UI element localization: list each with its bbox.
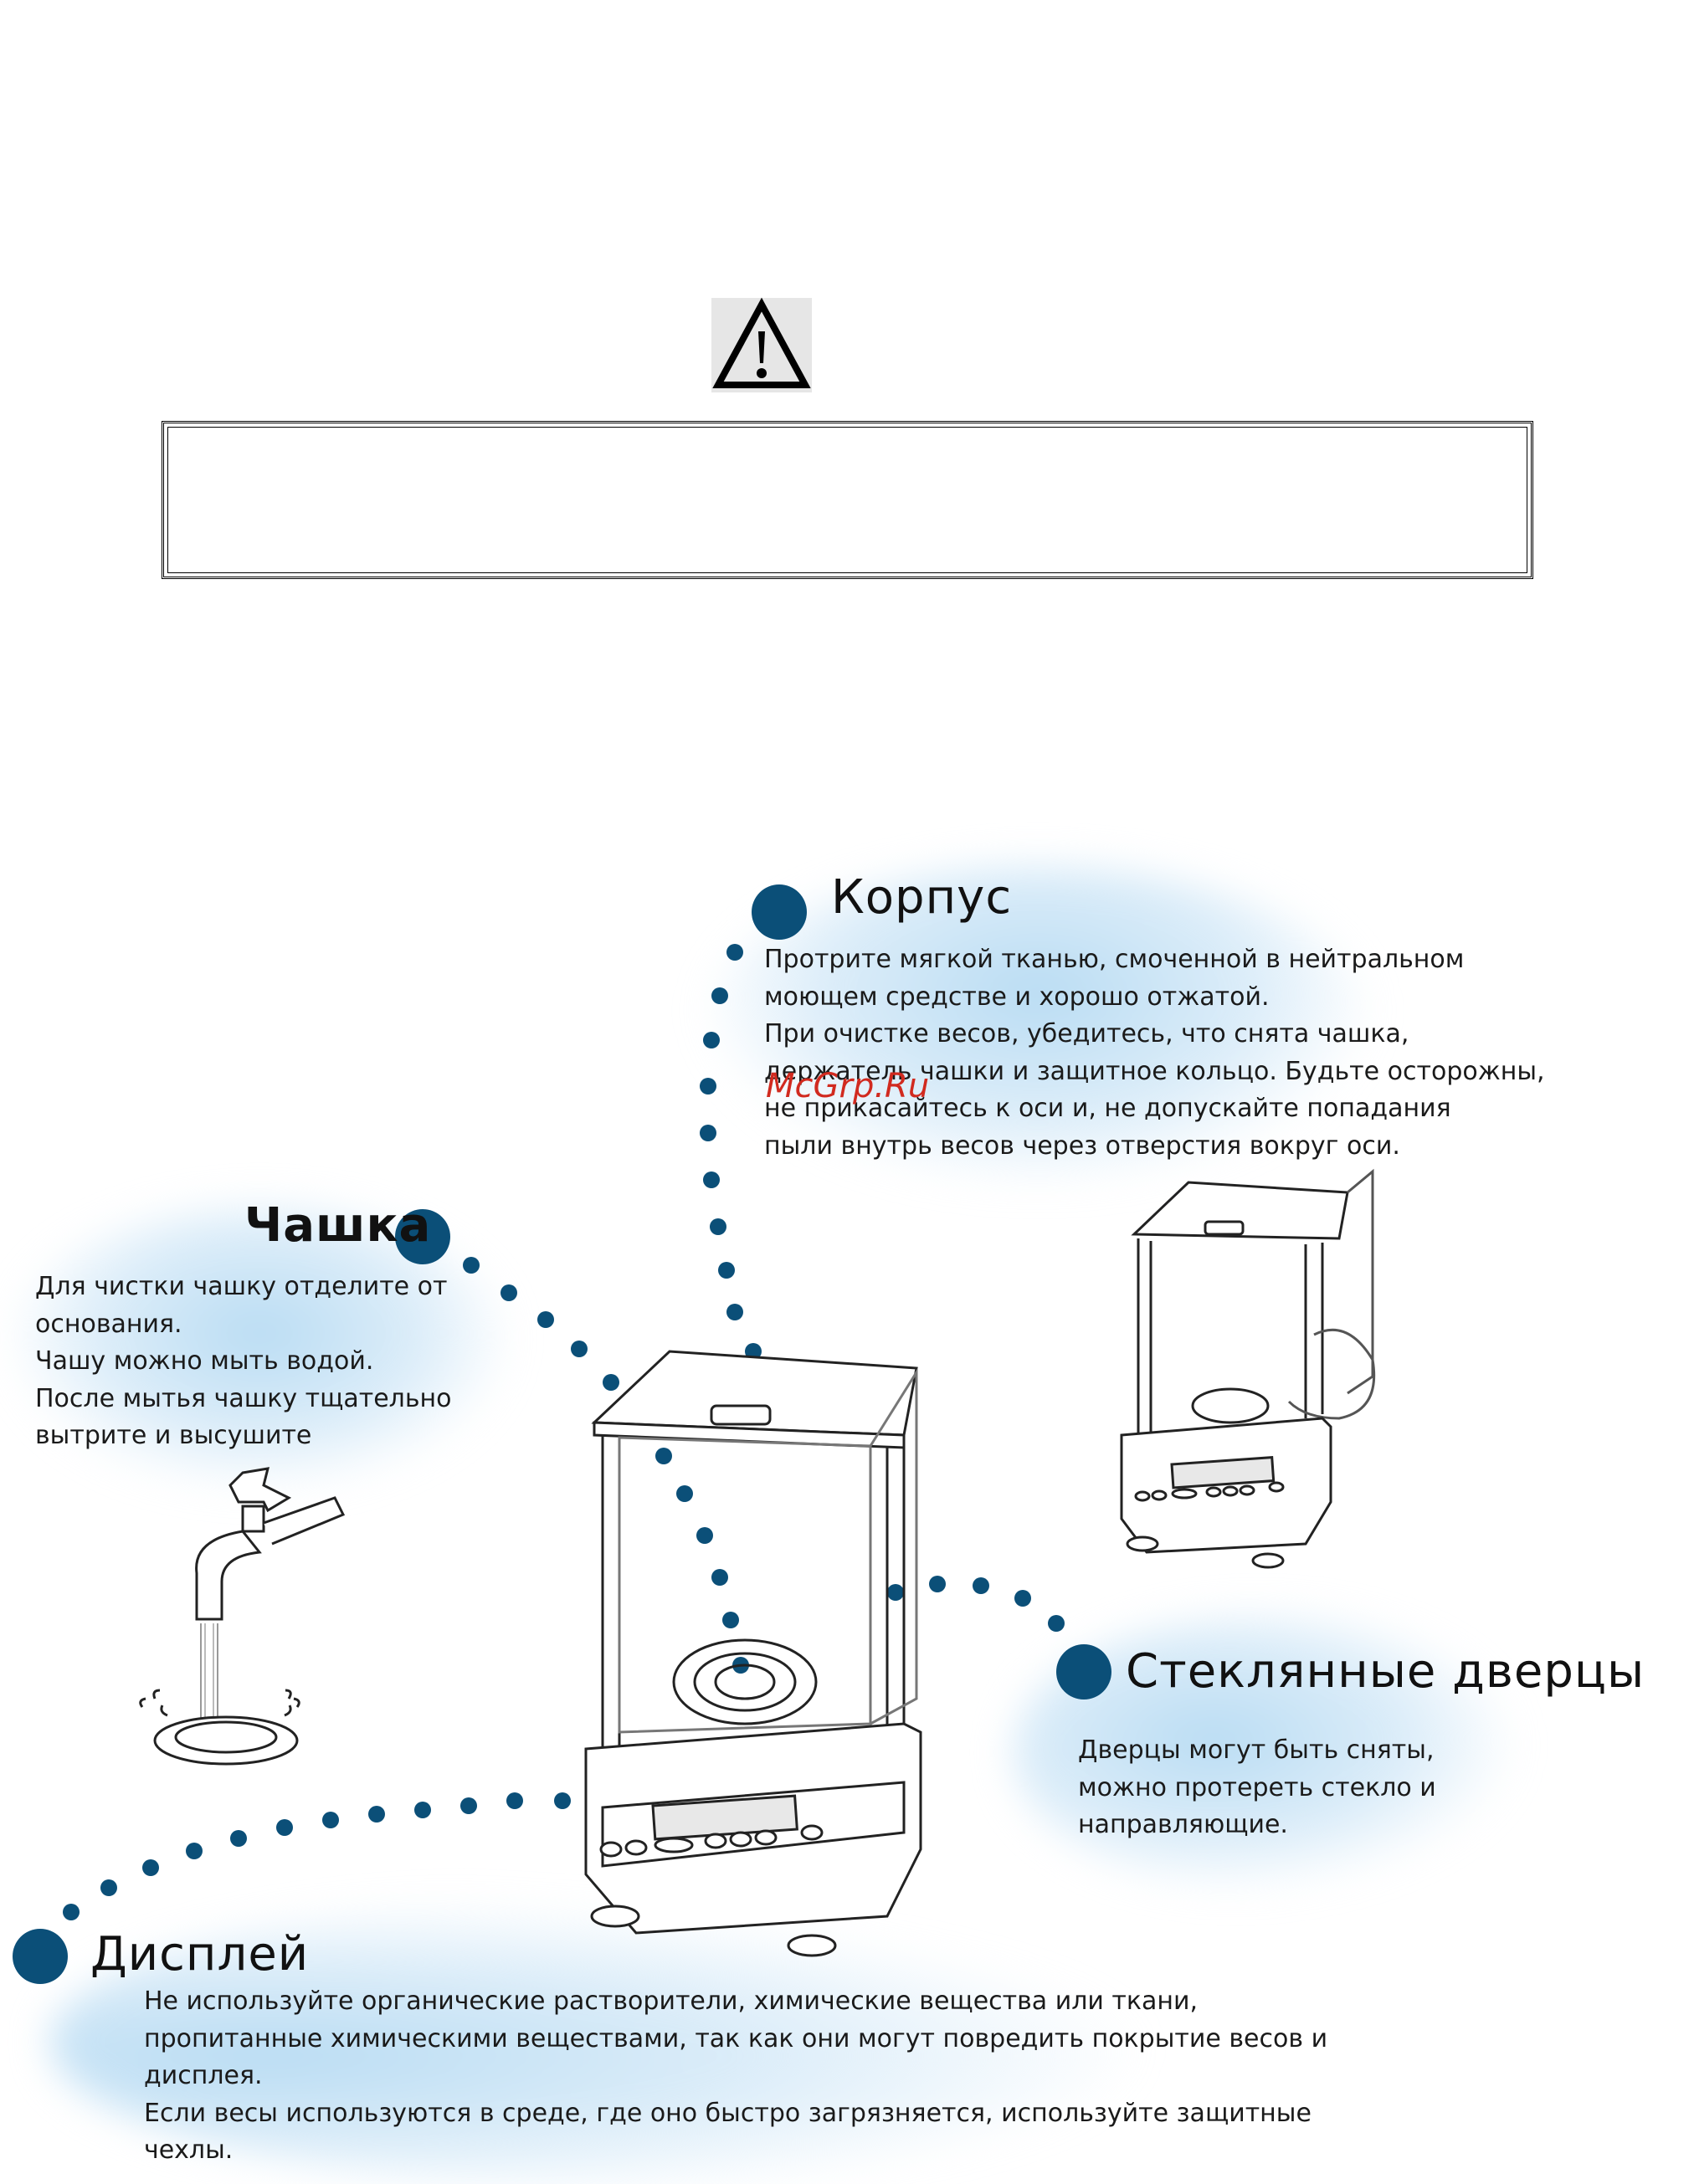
marker-pan (395, 1209, 450, 1264)
section-title-body: Корпус (831, 870, 1013, 925)
section-title-display: Дисплей (90, 1927, 310, 1981)
watermark: McGrp.Ru (766, 1067, 930, 1105)
warning-triangle-icon (711, 297, 812, 392)
section-title-pan: Чашка (244, 1198, 432, 1253)
glow-display (50, 1899, 1138, 2184)
marker-doors (1056, 1644, 1111, 1700)
analytical-balance-illustration (536, 1330, 937, 1966)
section-text-doors: Дверцы могут быть сняты, можно протереть… (1078, 1735, 1436, 1839)
glow-body (703, 866, 1373, 1184)
analytical-balance-open-door-illustration (1096, 1167, 1381, 1586)
marker-body (752, 884, 807, 940)
section-text-pan: Для чистки чашку отделите от основания. … (35, 1272, 452, 1450)
warning-frame (162, 421, 1533, 579)
section-text-display: Не используйте органические растворители… (144, 1987, 1328, 2165)
marker-display (13, 1929, 68, 1984)
section-title-doors: Стеклянные дверцы (1126, 1644, 1645, 1699)
section-text-body: Протрите мягкой тканью, смоченной в нейт… (764, 945, 1545, 1161)
faucet-washing-pan-illustration (117, 1464, 352, 1774)
